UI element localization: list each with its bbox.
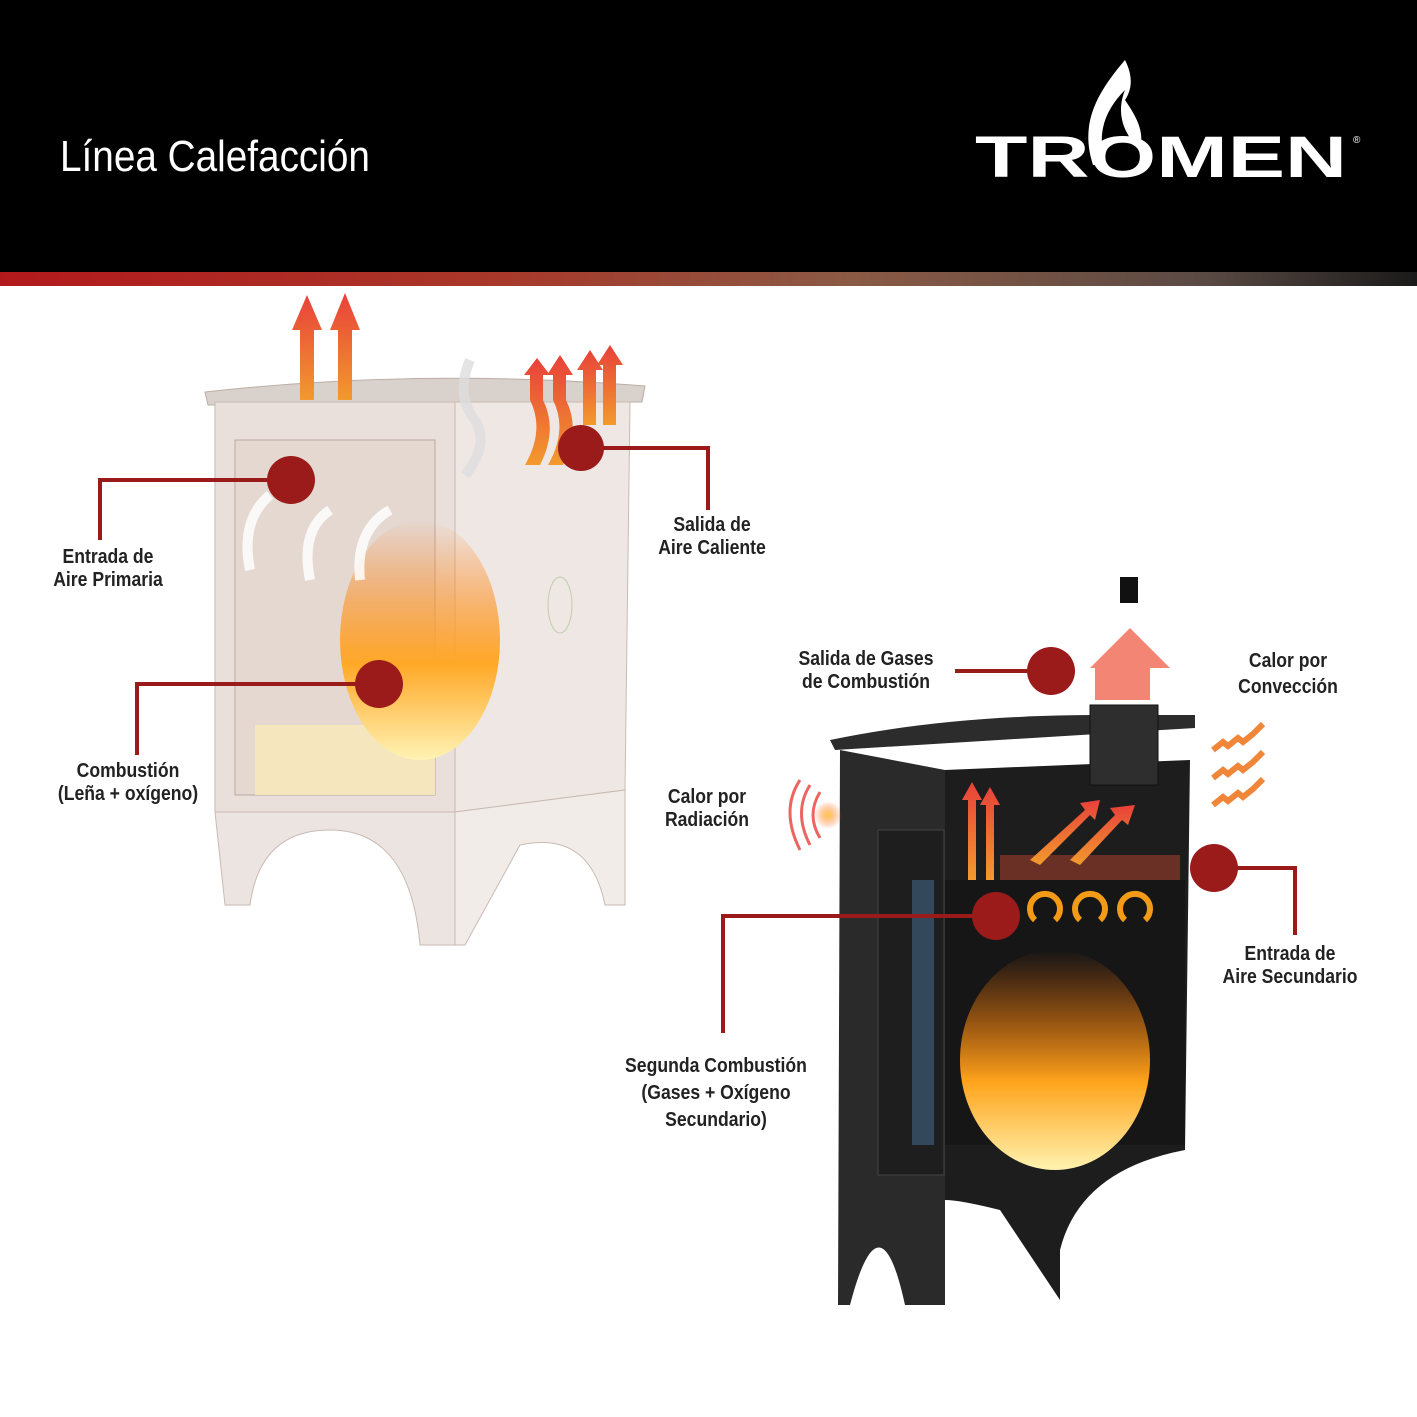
swirl-icon [1072, 890, 1108, 923]
header-bar [0, 0, 1417, 272]
brand-wordmark: TROMEN [975, 125, 1347, 185]
smoke-wisp [458, 358, 486, 479]
callout-dots [267, 425, 1238, 940]
swirl-icon [1117, 890, 1153, 923]
tromen-logo: TROMEN ® [975, 55, 1365, 190]
primary-air-arrows [242, 491, 393, 581]
radiation-waves-icon [788, 779, 842, 851]
page-title: Línea Calefacción [60, 132, 370, 181]
flame-logo-icon [1088, 60, 1142, 165]
chimney-marker [1120, 577, 1138, 603]
convection-arrows [1211, 721, 1266, 808]
callouts [98, 446, 1297, 1033]
swirl-icon [1027, 890, 1063, 923]
label-combustion: Combustión(Leña + oxígeno) [57, 760, 199, 805]
accent-gradient-band [0, 272, 1417, 286]
registered-mark: ® [1353, 135, 1361, 146]
